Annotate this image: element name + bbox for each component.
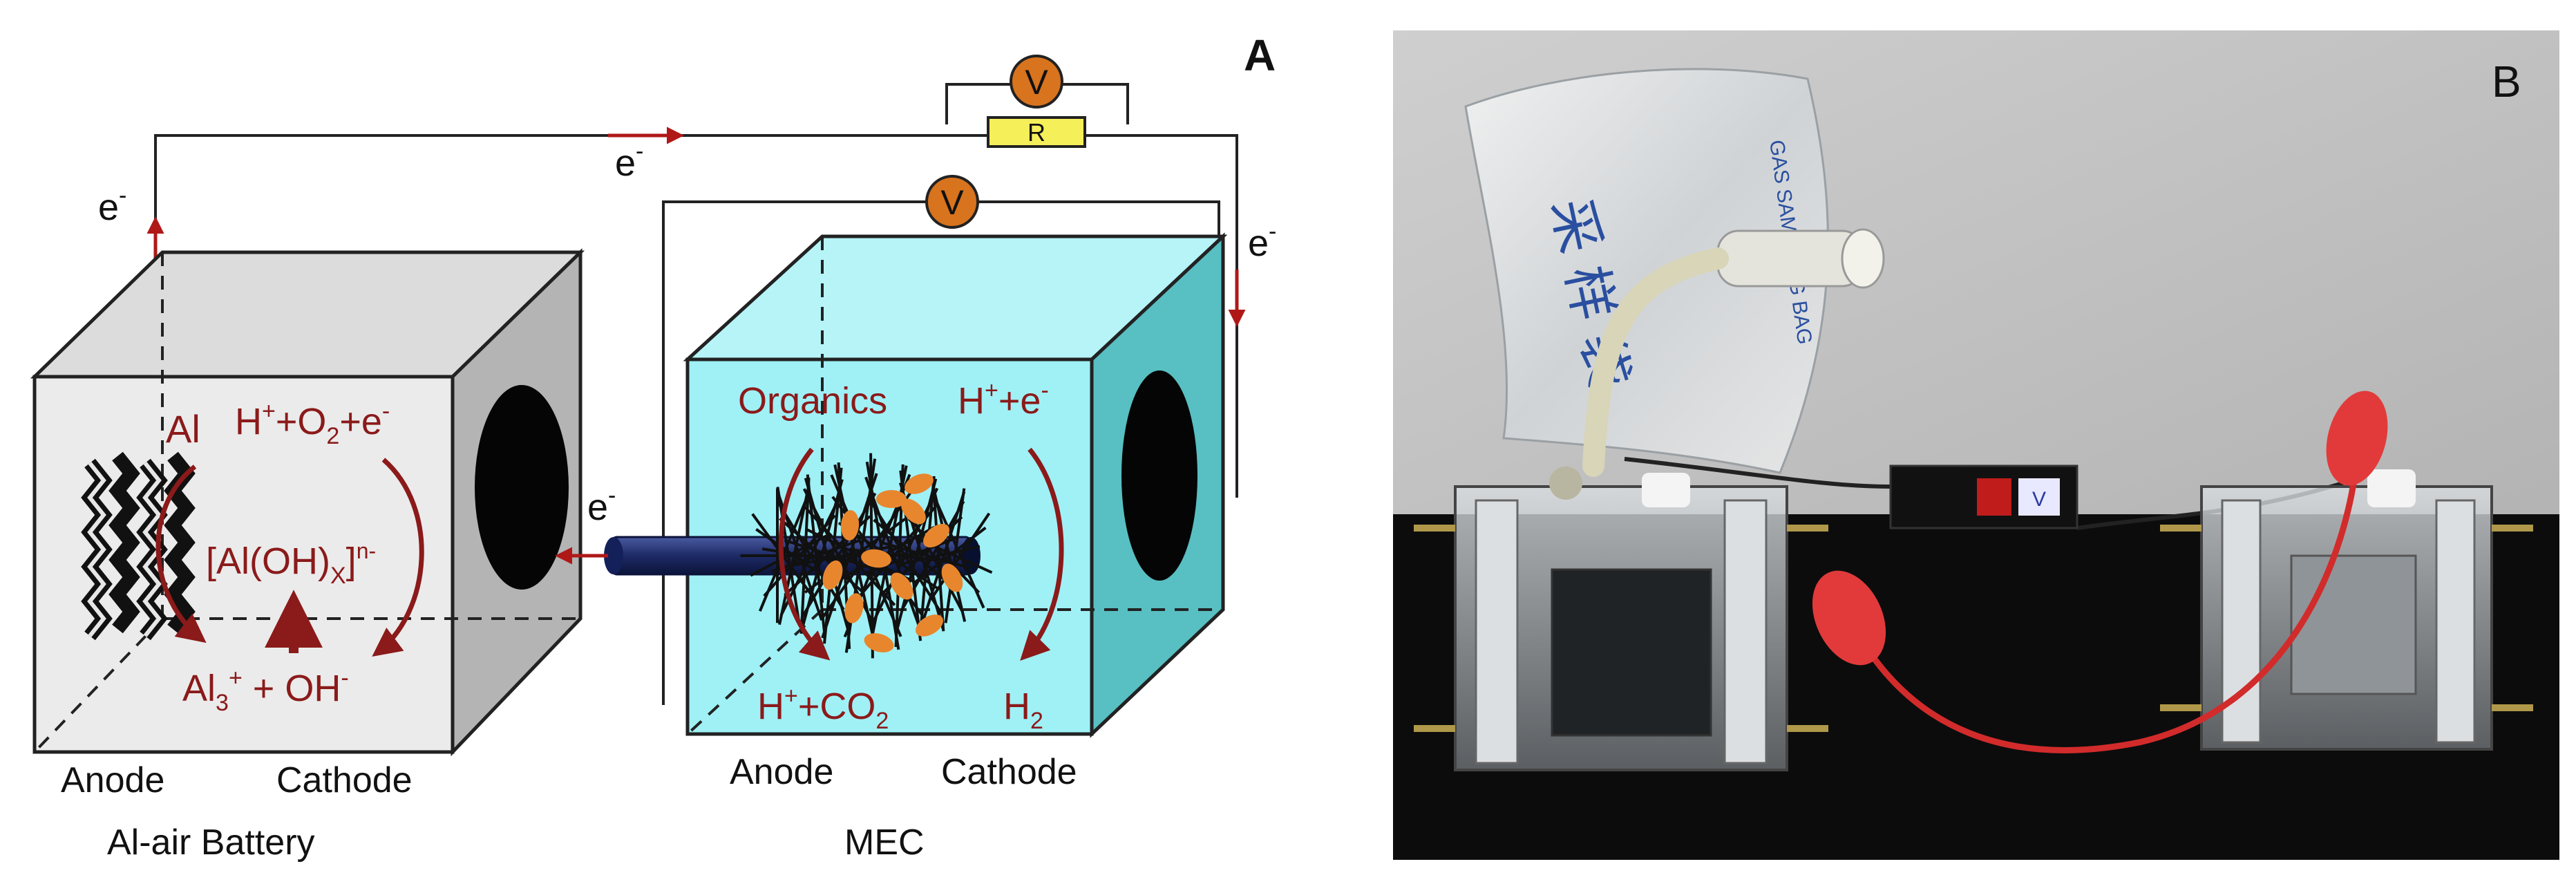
brush-bristle bbox=[959, 512, 991, 557]
bacterium bbox=[864, 633, 894, 652]
meter-box: V bbox=[1889, 464, 2078, 529]
svg-text:V: V bbox=[2032, 488, 2046, 511]
bacterium bbox=[822, 560, 843, 590]
electron-label-top: e- bbox=[615, 138, 643, 184]
bacterium bbox=[941, 563, 963, 592]
brush-bristle bbox=[770, 554, 817, 573]
mec-h2: H2 bbox=[1003, 686, 1043, 734]
battery-cycle-arrow-left bbox=[155, 464, 207, 643]
panel-a-letter: A bbox=[1244, 30, 1276, 80]
schematic-panel: A V R V e- e- e- e- bbox=[30, 30, 1276, 863]
battery-anode-metal: Al bbox=[166, 407, 200, 451]
left-reactor bbox=[1414, 467, 1828, 771]
bacterium bbox=[901, 498, 926, 525]
brush-bristle bbox=[912, 554, 951, 585]
resistor: R bbox=[987, 116, 1086, 148]
electron-label-rod: e- bbox=[587, 482, 616, 528]
red-wire bbox=[1867, 458, 2360, 753]
mec-cathode-window bbox=[1121, 370, 1197, 581]
bacterium bbox=[876, 490, 907, 508]
mec-cycle-arrow-left bbox=[778, 447, 831, 661]
bacterium bbox=[890, 572, 913, 600]
bacterium bbox=[861, 549, 891, 568]
brush-bristle bbox=[761, 547, 806, 557]
brush-bristle bbox=[799, 555, 824, 632]
brush-bristle bbox=[875, 473, 911, 556]
mec-proton-electron: H++e- bbox=[958, 377, 1049, 422]
mec-anode-label: Anode bbox=[730, 752, 833, 792]
mec-organics: Organics bbox=[738, 380, 887, 422]
mec-cube bbox=[683, 232, 1228, 738]
bacterium bbox=[905, 473, 934, 494]
svg-text:V: V bbox=[940, 183, 964, 222]
mec-cathode-label: Cathode bbox=[941, 752, 1077, 792]
battery-cathode-label: Cathode bbox=[276, 760, 413, 800]
battery-anode-label: Anode bbox=[61, 760, 164, 800]
red-clip-left bbox=[1812, 570, 1886, 666]
battery-cathode-reaction: H++O2+e- bbox=[235, 398, 390, 449]
battery-cycle-arrow-right bbox=[372, 458, 424, 657]
battery-products: Al3+ + OH- bbox=[182, 665, 349, 716]
bacterium bbox=[915, 614, 944, 637]
brush-bristle bbox=[804, 478, 829, 556]
svg-text:R: R bbox=[1027, 118, 1045, 147]
red-clip-right bbox=[2326, 391, 2388, 486]
photo-panel: B 采 样 袋 GAS SAMPLING BAG V bbox=[1393, 30, 2559, 860]
gas-sampling-bag: 采 样 袋 GAS SAMPLING BAG bbox=[1464, 68, 1829, 474]
brush-bristle bbox=[959, 555, 985, 609]
battery-cube bbox=[30, 248, 585, 757]
brush-bristle bbox=[833, 464, 857, 556]
brush-bristle bbox=[802, 488, 840, 556]
electron-label-right: e- bbox=[1248, 218, 1276, 264]
mec-co2: H++CO2 bbox=[757, 683, 889, 734]
bacterium bbox=[923, 523, 949, 548]
brush-bristle bbox=[871, 555, 907, 624]
panel-b-letter: B bbox=[2492, 57, 2521, 106]
brush-bristle bbox=[883, 541, 928, 557]
right-reactor bbox=[2160, 469, 2533, 751]
brush-bristle bbox=[922, 555, 945, 621]
voltmeter-top: V bbox=[1010, 55, 1063, 109]
brush-bristle bbox=[820, 554, 868, 620]
electron-label-left: e- bbox=[98, 182, 126, 228]
battery-air-window bbox=[475, 385, 569, 590]
battery-complex-ion: [Al(OH)X]n- bbox=[206, 538, 376, 589]
svg-text:V: V bbox=[1025, 63, 1048, 102]
battery-name: Al-air Battery bbox=[107, 822, 315, 863]
brush-bristle bbox=[900, 555, 934, 611]
brush-bristle bbox=[784, 538, 833, 557]
brush-bristle bbox=[758, 555, 784, 612]
bag-valve bbox=[1582, 228, 1885, 477]
brush-bristle bbox=[755, 528, 795, 557]
brush-bristle bbox=[784, 554, 828, 596]
bacterium bbox=[840, 510, 860, 540]
brush-bristle bbox=[866, 496, 907, 557]
voltmeter-mid: V bbox=[925, 175, 979, 229]
mec-name: MEC bbox=[844, 822, 925, 863]
brush-bristle bbox=[751, 513, 784, 557]
brush-bristle bbox=[806, 528, 862, 557]
mec-cycle-arrow-right bbox=[1020, 447, 1064, 661]
brush-bristle bbox=[932, 489, 951, 556]
bacteria bbox=[822, 473, 963, 652]
bacterium bbox=[844, 593, 864, 623]
brush-bristle bbox=[869, 555, 890, 646]
brush-bristle bbox=[896, 554, 939, 567]
